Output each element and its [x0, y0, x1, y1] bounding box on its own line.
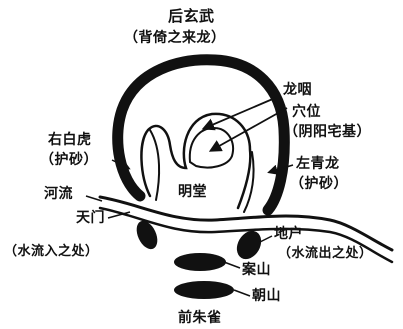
burial-point-arrow: [208, 107, 288, 152]
white-tiger-arm: [149, 129, 161, 201]
heaven-gate-arrow: [107, 211, 131, 219]
river-label: 河流: [44, 186, 73, 202]
earth-door-hill: [236, 230, 262, 260]
green-dragon-arrow: [267, 164, 294, 175]
heaven-gate-label: 天门: [76, 210, 105, 226]
earth-door-note: （水流出之处）: [278, 246, 373, 261]
river-upper-bank: [98, 195, 394, 252]
green-dragon-arm: [243, 151, 255, 213]
earth-door-label: 地户: [274, 226, 303, 242]
back-mountain-label: 后玄武: [168, 7, 215, 25]
table-hill-arrow: [223, 261, 241, 269]
table-hill-label: 案山: [242, 262, 271, 278]
facing-hill-label: 朝山: [252, 288, 281, 304]
table-hill-shape: [174, 253, 226, 271]
white-tiger-note: （护砂）: [40, 152, 98, 168]
facing-hill-shape: [174, 281, 234, 299]
green-dragon-label: 左青龙: [296, 156, 340, 172]
red-bird-label: 前朱雀: [178, 310, 222, 326]
dragon-throat-arrow: [201, 97, 276, 131]
white-tiger-label: 右白虎: [48, 132, 92, 148]
river-arrow: [85, 195, 103, 202]
back-mountain-note: （背倚之来龙）: [124, 30, 226, 46]
burial-point-label: 穴位: [292, 104, 321, 120]
mountain-ridge-inner: [140, 112, 252, 210]
river-lower-bank: [98, 206, 394, 264]
facing-hill-arrow: [233, 289, 251, 297]
mountain-ridge-outer: [112, 54, 290, 216]
hall-label: 明堂: [178, 184, 207, 200]
earth-door-arrow: [259, 235, 273, 243]
dragon-throat-label: 龙咽: [283, 82, 312, 98]
burial-point-note: （阴阳宅基）: [284, 124, 371, 140]
heaven-gate-note: （水流入之处）: [4, 244, 99, 259]
green-dragon-note: （护砂）: [290, 176, 348, 192]
burial-point-hollow: [188, 126, 234, 169]
white-tiger-arrow: [111, 159, 131, 170]
heaven-gate-hill: [136, 220, 158, 250]
